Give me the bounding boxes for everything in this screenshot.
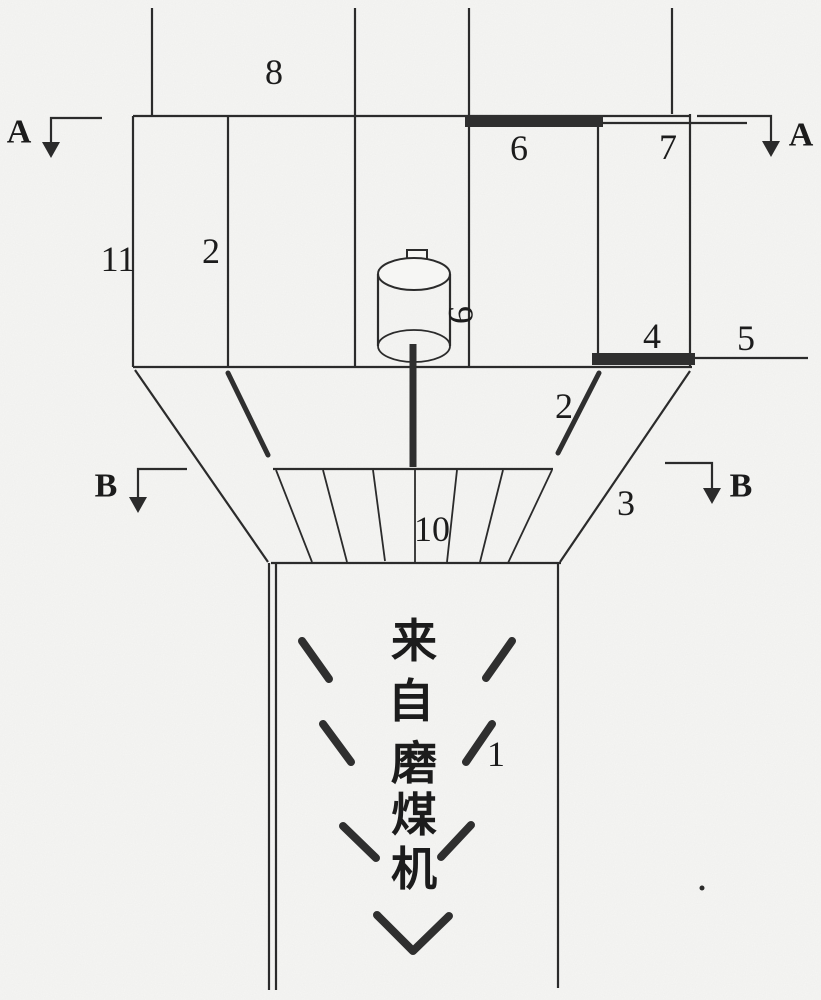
right-pipe: [467, 8, 674, 367]
section-marker-a-right: A: [697, 114, 814, 157]
ink-dot: [699, 885, 705, 891]
part-label-6: 6: [510, 128, 528, 168]
actuator-cylinder-top: [377, 257, 451, 291]
section-a-left-arrow-icon: [42, 142, 60, 158]
section-a-left-label: A: [7, 114, 32, 151]
funnel-left-edge: [134, 369, 269, 563]
flow-chevron-2-left: [319, 720, 355, 766]
part-label-10: 10: [414, 509, 450, 549]
part-label-11: 11: [101, 239, 136, 279]
flow-chevron-4-vee: [373, 911, 453, 955]
section-marker-b-right: B: [665, 461, 753, 505]
part-label-4: 4: [643, 316, 661, 356]
part-label-8: 8: [265, 52, 283, 92]
part-label-2-lower: 2: [555, 386, 573, 426]
duct-caption-char-1: 来: [391, 615, 437, 667]
section-a-left-bracket: [49, 116, 102, 142]
inlet-duct-1: 来 自 磨 煤 机: [267, 563, 560, 990]
distributor-right-edge: [507, 469, 553, 564]
duct-caption-char-3: 磨: [391, 737, 437, 789]
duct-caption-char-5: 机: [391, 843, 437, 895]
section-a-right-label: A: [789, 117, 814, 154]
section-b-right-label: B: [730, 468, 753, 505]
funnel-left-baffle: [225, 370, 271, 458]
section-b-left-arrow-icon: [129, 497, 147, 513]
distributor-left-edge: [275, 469, 313, 563]
section-a-right-arrow-icon: [762, 141, 780, 157]
distributor-vane-2: [372, 469, 386, 562]
funnel-right-baffle-2: [555, 370, 602, 456]
actuator-cylinder-sides: [376, 274, 452, 346]
flow-chevron-1-left: [298, 637, 333, 683]
left-pipe-8: [150, 8, 357, 367]
distributor-vane-4: [479, 469, 504, 563]
duct-caption-char-4: 煤: [391, 789, 437, 841]
duct-caption-char-2: 自: [388, 675, 434, 727]
part-label-9: 9: [441, 306, 481, 324]
flow-chevron-2-right: [462, 720, 496, 766]
duct-caption-from-coal-mill: 来 自 磨 煤 机: [388, 615, 437, 895]
part-label-1: 1: [487, 734, 505, 774]
flow-chevron-1-right: [482, 637, 516, 682]
flow-chevron-3-right: [437, 821, 475, 861]
funnel: [134, 369, 691, 563]
section-b-left-bracket: [136, 467, 187, 497]
part-label-5: 5: [737, 318, 755, 358]
section-b-left-label: B: [95, 468, 118, 505]
funnel-right-edge-3: [559, 370, 691, 563]
vane-distributor-10: [271, 467, 561, 565]
section-marker-a-left: A: [7, 114, 102, 158]
part-label-7: 7: [659, 127, 677, 167]
distributor-vane-3: [446, 469, 458, 563]
part-label-3: 3: [617, 483, 635, 523]
part-label-2-upper: 2: [202, 231, 220, 271]
section-b-right-arrow-icon: [703, 488, 721, 504]
section-a-right-bracket: [697, 114, 773, 141]
actuator-9: [376, 249, 452, 467]
section-marker-b-left: B: [95, 467, 187, 513]
flow-chevron-3-left: [339, 822, 380, 862]
distributor-vane-1: [322, 469, 348, 563]
section-b-right-bracket: [665, 461, 714, 488]
part-labels: 8 11 2 6 7 9 4 5 2 3 10 1: [101, 52, 755, 774]
